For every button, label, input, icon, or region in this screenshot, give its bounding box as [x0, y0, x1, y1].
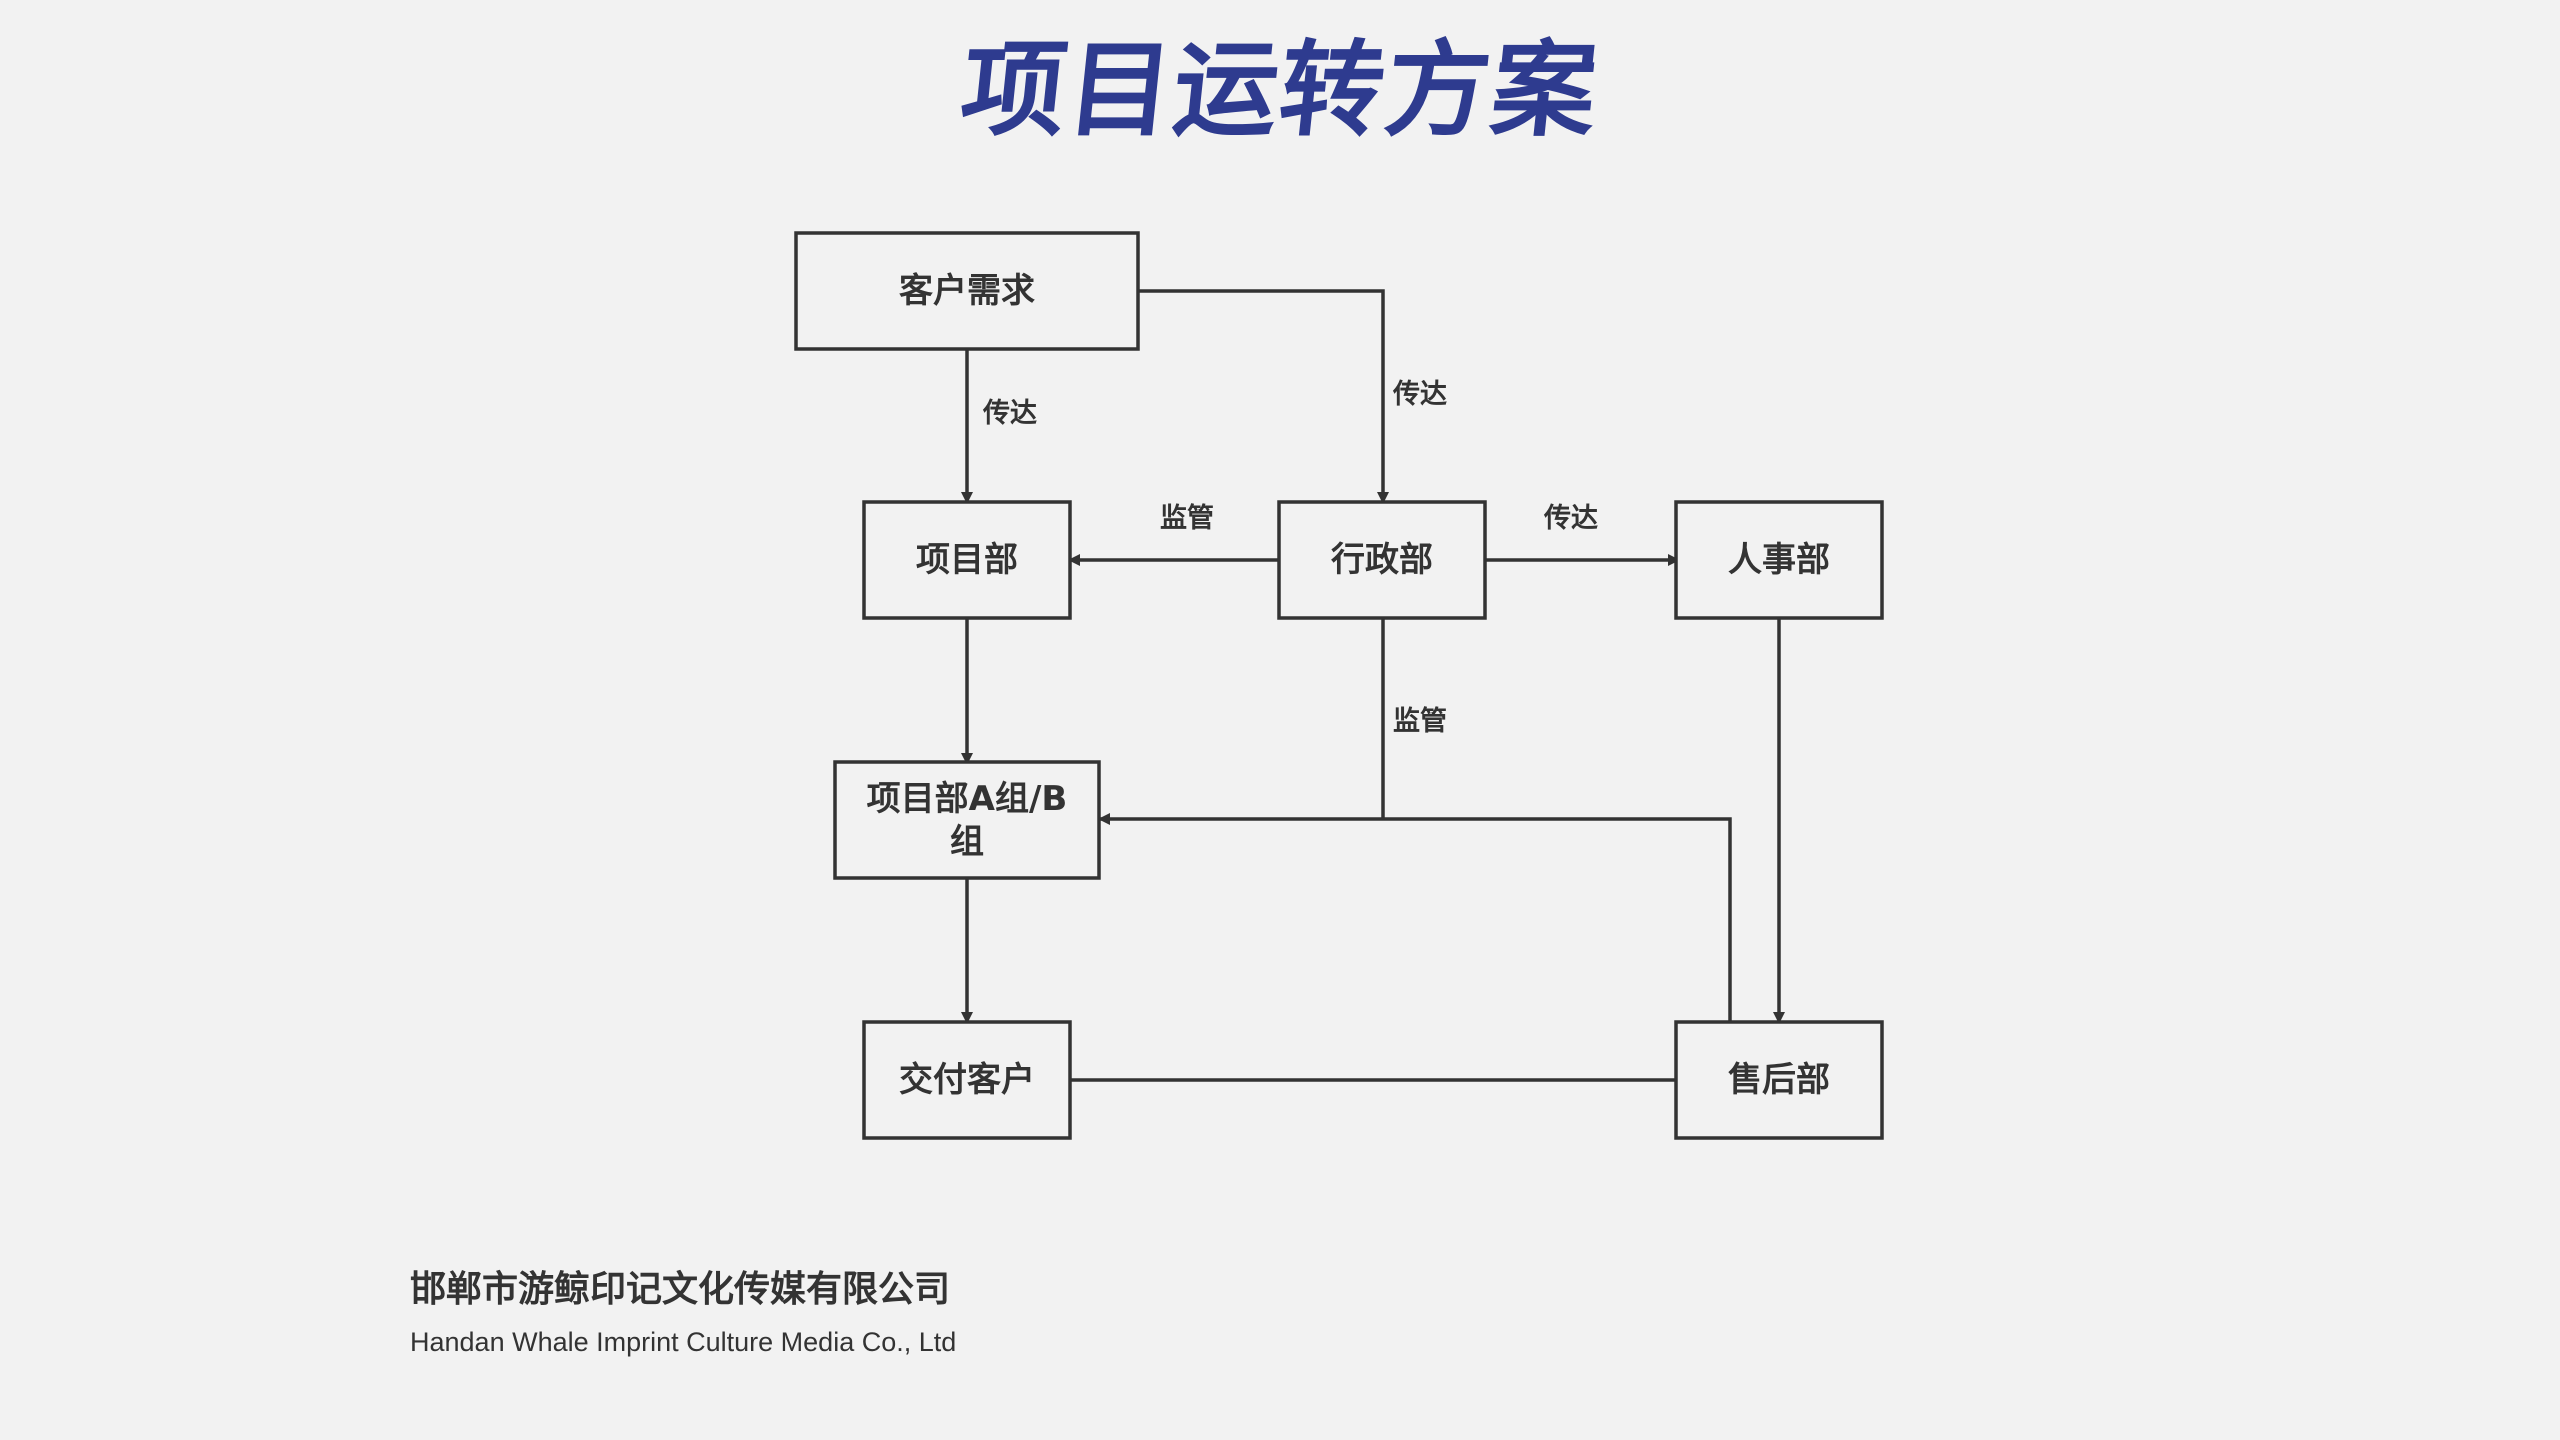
node-label-line1: 项目部A组/B: [867, 779, 1068, 819]
edge-label-admin-to-groups: 监管: [1393, 706, 1447, 737]
node-label: 售后部: [1728, 1060, 1830, 1100]
edge-label-admin-to-hr: 传达: [1543, 503, 1598, 534]
edge-aftersales-to-groups: [1098, 813, 1732, 1022]
node-after-sales-dept[interactable]: 售后部: [1674, 1020, 1884, 1140]
node-label-line2: 组: [950, 822, 984, 862]
edges: [961, 289, 1785, 1082]
edge-label-demand-to-admin: 传达: [1392, 379, 1447, 410]
company-name-en: Handan Whale Imprint Culture Media Co., …: [410, 1327, 957, 1357]
edge-labels: 传达 传达 监管 传达 监管: [982, 379, 1598, 737]
node-hr-dept[interactable]: 人事部: [1674, 500, 1884, 620]
footer: 邯郸市游鲸印记文化传媒有限公司 Handan Whale Imprint Cul…: [410, 1265, 956, 1359]
node-label: 交付客户: [899, 1060, 1035, 1100]
node-project-dept[interactable]: 项目部: [862, 500, 1072, 620]
node-label: 客户需求: [899, 271, 1035, 311]
node-label: 行政部: [1331, 540, 1433, 580]
edge-label-demand-to-project: 传达: [982, 398, 1037, 429]
company-name-cn: 邯郸市游鲸印记文化传媒有限公司: [410, 1269, 951, 1310]
node-deliver-customer[interactable]: 交付客户: [862, 1020, 1072, 1140]
node-label: 项目部: [916, 540, 1018, 580]
node-project-groups[interactable]: 项目部A组/B 组: [833, 760, 1101, 880]
edge-demand-to-admin: [1138, 289, 1389, 504]
node-label: 人事部: [1728, 540, 1830, 580]
node-admin-dept[interactable]: 行政部: [1277, 500, 1487, 620]
edge-label-admin-to-project: 监管: [1160, 503, 1214, 534]
node-customer-demand[interactable]: 客户需求: [794, 231, 1140, 351]
